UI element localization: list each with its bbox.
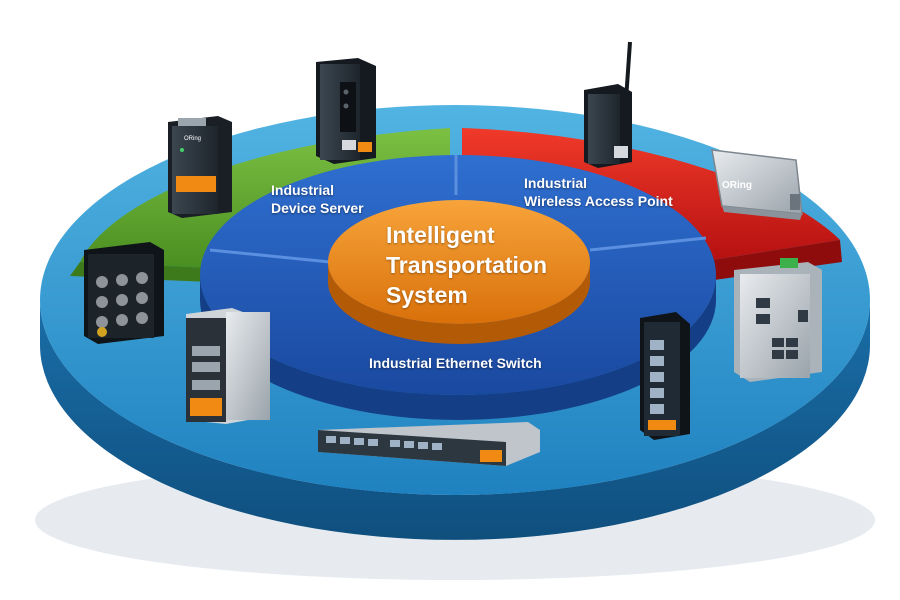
wireless-ap-label: Industrial Wireless Access Point xyxy=(524,174,673,210)
ethernet-switch-label-line: Industrial Ethernet Switch xyxy=(369,355,542,371)
device-server-label-line: Industrial xyxy=(271,182,335,198)
wireless-ap-label-line: Industrial xyxy=(524,175,588,191)
ethernet-switch-product-m12 xyxy=(84,242,164,344)
ethernet-switch-product-din-left xyxy=(186,308,270,424)
inner-ring-divider xyxy=(209,248,331,264)
wireless-ap-label-line: Wireless Access Point xyxy=(524,193,673,209)
device-brand-label: ORing xyxy=(184,136,201,142)
ethernet-switch-product-din-right xyxy=(640,312,690,440)
center-title-line: Intelligent xyxy=(386,222,495,248)
wireless-ap-product-2: ORing xyxy=(711,149,803,220)
center-title-line: Transportation xyxy=(386,252,548,278)
device-server-product-1: ORing xyxy=(168,116,232,218)
ethernet-switch-product-managed xyxy=(734,258,822,382)
center-disc-side xyxy=(328,262,590,344)
center-title-line: System xyxy=(386,282,468,308)
inner-ring-side xyxy=(200,275,716,420)
inner-ring-divider xyxy=(589,236,707,252)
device-server-label: Industrial Device Server xyxy=(271,181,364,217)
device-server-label-line: Device Server xyxy=(271,200,364,216)
wireless-ap-product-1 xyxy=(584,41,632,168)
outer-ring-side xyxy=(40,300,870,540)
ethernet-switch-product-rackmount xyxy=(318,422,540,466)
device-brand-label: ORing xyxy=(722,180,752,191)
center-disc xyxy=(328,200,590,324)
ethernet-switch-label: Industrial Ethernet Switch xyxy=(369,354,542,372)
device-server-product-2 xyxy=(316,58,376,164)
center-title: Intelligent Transportation System xyxy=(386,220,586,310)
